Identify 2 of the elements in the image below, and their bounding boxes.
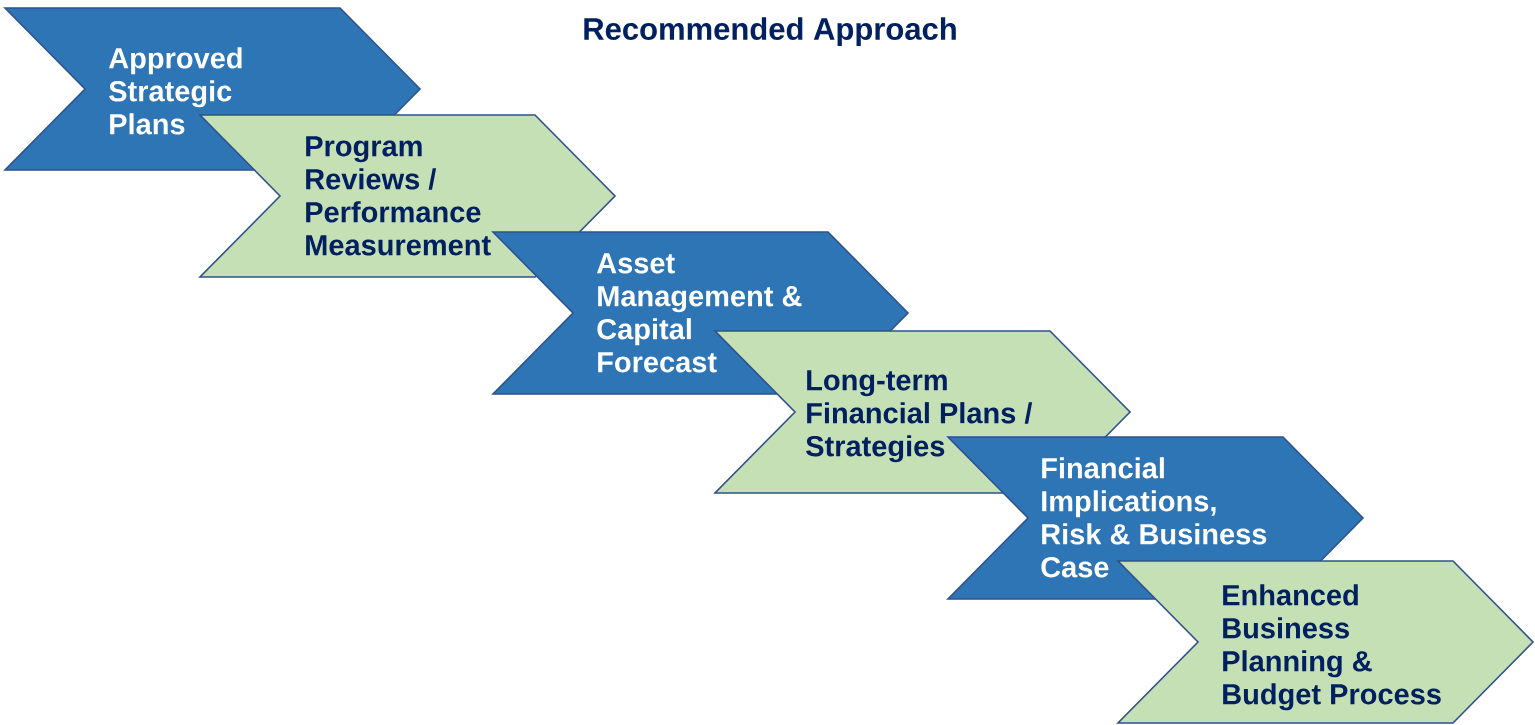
process-step: Enhanced Business Planning & Budget Process [1116,560,1535,724]
title: Recommended Approach [584,17,956,47]
